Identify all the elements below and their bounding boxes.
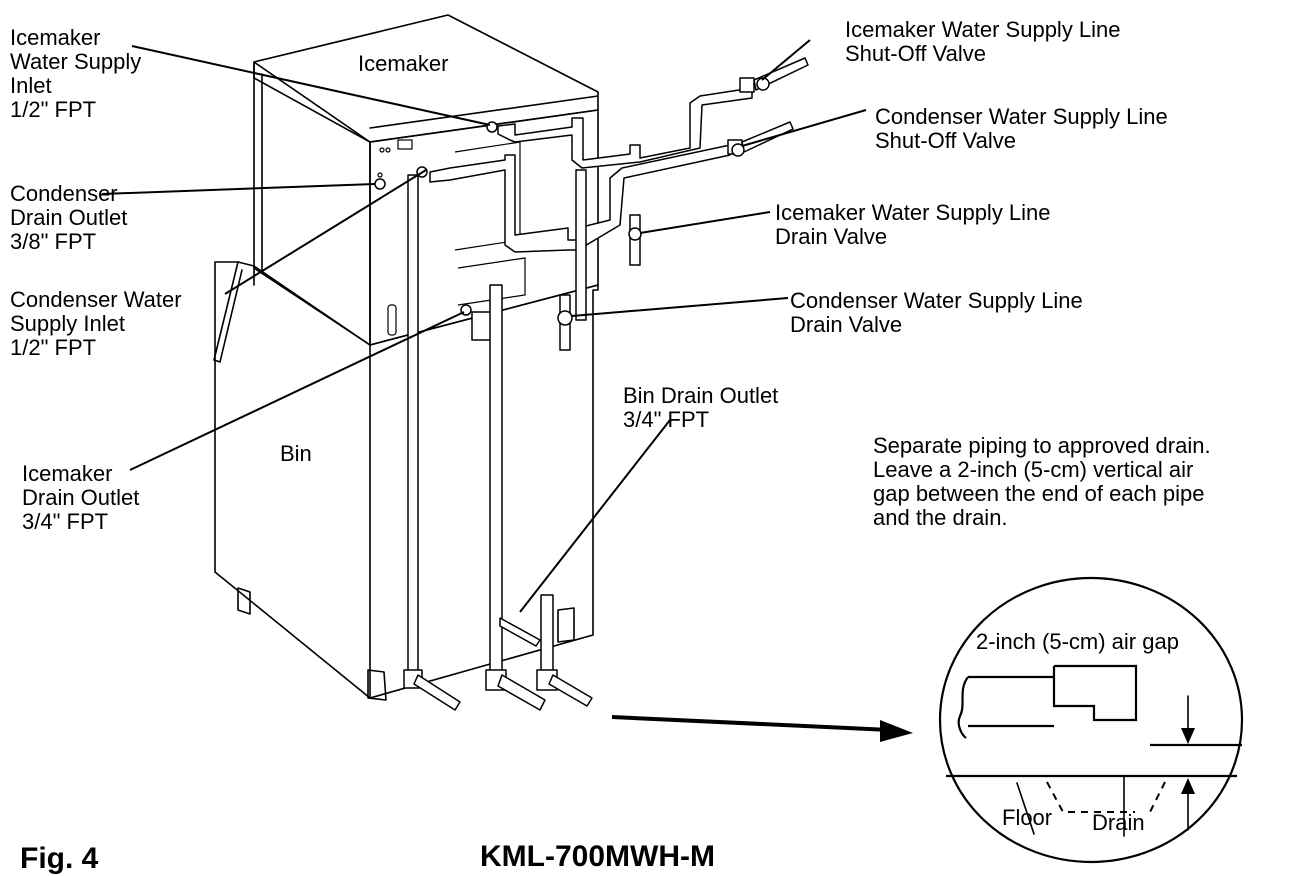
icemaker-drain-outlet-label: Icemaker Drain Outlet 3/4" FPT bbox=[22, 461, 140, 534]
floor-label: Floor bbox=[1002, 805, 1053, 830]
condenser-supply-drain-valve-label: Condenser Water Supply Line Drain Valve bbox=[790, 288, 1083, 337]
icemaker-supply-drain-valve-label: Icemaker Water Supply Line Drain Valve bbox=[775, 200, 1051, 249]
bin-label: Bin bbox=[280, 441, 312, 466]
figure-label: Fig. 4 bbox=[20, 842, 99, 875]
condenser-water-supply-inlet-label: Condenser Water Supply Inlet 1/2" FPT bbox=[10, 287, 182, 360]
icemaker-supply-shutoff-label: Icemaker Water Supply Line Shut-Off Valv… bbox=[845, 17, 1121, 66]
piping-note: Separate piping to approved drain. Leave… bbox=[873, 433, 1211, 530]
icemaker-water-supply-inlet-label: Icemaker Water Supply Inlet 1/2" FPT bbox=[10, 25, 142, 122]
condenser-supply-shutoff-label: Condenser Water Supply Line Shut-Off Val… bbox=[875, 104, 1168, 153]
model-label: KML-700MWH-M bbox=[480, 840, 715, 873]
leader-lines bbox=[101, 39, 867, 613]
bin-cabinet bbox=[213, 261, 599, 701]
air-gap-inset bbox=[938, 576, 1244, 864]
icemaker-label: Icemaker bbox=[358, 51, 449, 76]
drain-label: Drain bbox=[1092, 810, 1145, 835]
condenser-drain-outlet-label: Condenser Drain Outlet 3/8" FPT bbox=[10, 181, 128, 254]
inset-arrow bbox=[611, 715, 913, 742]
bin-drain-outlet-label: Bin Drain Outlet 3/4" FPT bbox=[623, 383, 779, 432]
drain-piping bbox=[374, 121, 593, 711]
supply-piping bbox=[429, 57, 809, 351]
air-gap-label: 2-inch (5-cm) air gap bbox=[976, 629, 1179, 654]
